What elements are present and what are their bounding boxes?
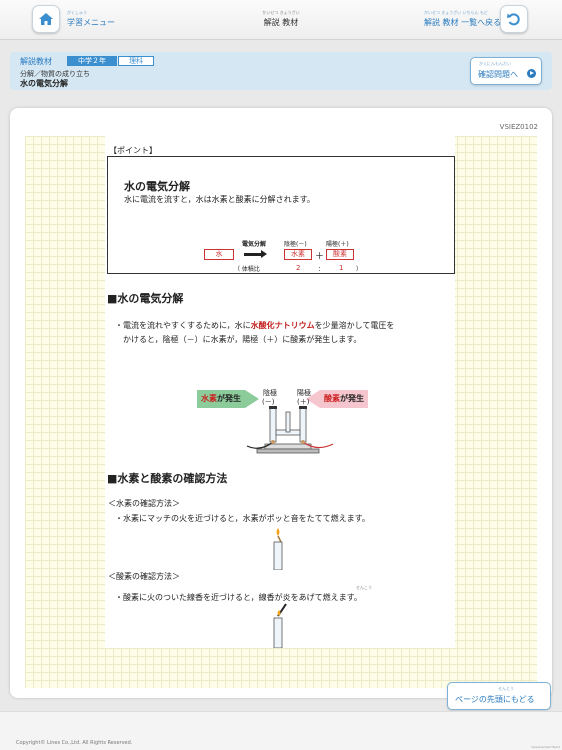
unit-path: 分解／物質の成り立ち [20, 70, 90, 78]
home-icon [39, 13, 53, 25]
summary-desc: 水に電流を流すと，水は水素と酸素に分解されます。 [124, 195, 315, 204]
section-heading-electrolysis: ■水の電気分解 [107, 292, 184, 305]
anode-label: 陽極(＋) [326, 241, 349, 248]
oxygen-generated-tag: 酸素が発生 [320, 390, 368, 408]
section-heading-confirmation: ■水素と酸素の確認方法 [107, 472, 228, 485]
apparatus-cathode-sign: (－) [262, 398, 275, 406]
apparatus-anode-sign: (＋) [297, 398, 310, 406]
home-label[interactable]: 学習メニュー [67, 18, 115, 27]
home-button[interactable] [32, 5, 60, 33]
back-to-top-ruby: せんとう [498, 686, 514, 691]
material-code: VSIEZ0102 [499, 123, 538, 131]
ratio-hydrogen: 2 [296, 264, 301, 272]
electrolysis-label: 電気分解 [242, 241, 267, 248]
hydrogen-generated-tag: 水素が発生 [197, 390, 245, 408]
back-to-top-button[interactable]: せんとう ページの先頭にもどる [447, 682, 551, 710]
hydrogen-tag-red: 水素 [201, 394, 217, 403]
content-panel: VSIEZ0102 【ポイント】 水の電気分解 水に電流を流すと，水は水素と酸素… [10, 108, 552, 710]
oxygen-test-tube-illustration [273, 603, 287, 648]
oxygen-method-title: ＜酸素の確認方法＞ [108, 572, 180, 581]
water-box: 水 [204, 249, 234, 260]
oxygen-tag-rest: が発生 [340, 394, 364, 403]
hydrogen-method-title: ＜水素の確認方法＞ [108, 499, 180, 508]
reaction-arrow [244, 253, 262, 256]
electrolysis-apparatus-illustration [246, 406, 334, 454]
material-type: 解説教材 [20, 57, 52, 66]
para-text-pre: ・電流を流れやすくするために，水に [115, 321, 251, 330]
copyright-text: Copyright© Lines Co.,Ltd. All Rights Res… [16, 740, 133, 746]
plus-sign: ＋ [315, 252, 325, 262]
back-label-ruby: かいせつ きょうざい いちらん もど [424, 10, 488, 15]
lesson-sheet[interactable]: 【ポイント】 水の電気分解 水に電流を流すと，水は水素と酸素に分解されます。 電… [105, 136, 455, 648]
ratio-close: ） [356, 266, 363, 273]
home-label-ruby: がくしゅう [67, 10, 87, 15]
hydrogen-method-text: ・水素にマッチの火を近づけると，水素がポッと音をたてて燃えます。 [115, 514, 370, 523]
back-to-list-label[interactable]: 解説 教材 一覧へ戻る [424, 18, 502, 27]
ratio-label: （ 体積比 [234, 266, 260, 273]
quiz-button-label: 確認問題へ [478, 70, 518, 79]
incense-ruby: せんこう [356, 585, 372, 590]
top-bar: がくしゅう 学習メニュー かいせつ きょうざい 解説 教材 かいせつ きょうざい… [0, 0, 562, 40]
cathode-label: 陰極(－) [284, 241, 307, 248]
hydrogen-test-tube-illustration [273, 528, 283, 570]
summary-title: 水の電気分解 [124, 180, 190, 193]
footer: Copyright© Lines Co.,Ltd. All Rights Res… [0, 711, 562, 750]
apparatus-anode-label: 陽極 [297, 389, 311, 397]
play-arrow-icon [527, 69, 536, 78]
oxygen-box: 酸素 [326, 249, 354, 260]
para-text-2: かけると，陰極（－）に水素が，陽極（＋）に酸素が発生します。 [123, 335, 362, 344]
hydrogen-arrow-icon [245, 390, 259, 408]
go-to-quiz-button[interactable]: かくにんもんだい 確認問題へ [470, 57, 542, 85]
reaction-arrow-head [261, 250, 267, 258]
grid-background: 【ポイント】 水の電気分解 水に電流を流すと，水は水素と酸素に分解されます。 電… [25, 136, 551, 710]
point-label: 【ポイント】 [109, 146, 157, 155]
undo-icon [507, 13, 520, 26]
oxygen-arrow-icon [306, 390, 320, 408]
dev-build-text: Development Build [531, 745, 560, 749]
oxygen-method-text: ・酸素に火のついた線香を近づけると，線香が炎をあげて燃えます。 [115, 593, 362, 602]
para-text-highlight: 水酸化ナトリウム [250, 321, 315, 330]
subject-badge: 理科 [118, 56, 154, 66]
back-to-top-label: ページの先頭にもどる [455, 695, 535, 704]
electrolysis-paragraph: ・電流を流れやすくするために，水に水酸化ナトリウムを少量溶かして電圧を かけると… [115, 319, 451, 347]
back-button[interactable] [500, 5, 528, 33]
oxygen-tag-red: 酸素 [324, 394, 340, 403]
page-title-ruby: かいせつ きょうざい [262, 10, 300, 15]
ratio-oxygen: 1 [339, 264, 344, 272]
lesson-title: 水の電気分解 [20, 79, 68, 88]
breadcrumb: 解説教材 中学２年 理科 分解／物質の成り立ち 水の電気分解 [10, 52, 552, 90]
ratio-colon: ： [318, 266, 325, 273]
apparatus-cathode-label: 陰極 [263, 389, 277, 397]
hydrogen-box: 水素 [284, 249, 312, 260]
grade-badge: 中学２年 [67, 56, 117, 66]
para-text-post: を少量溶かして電圧を [314, 321, 395, 330]
quiz-button-ruby: かくにんもんだい [479, 61, 511, 66]
summary-box: 水の電気分解 水に電流を流すと，水は水素と酸素に分解されます。 電気分解 陰極(… [107, 156, 455, 274]
page-title: 解説 教材 [263, 18, 299, 27]
hydrogen-tag-rest: が発生 [217, 394, 241, 403]
